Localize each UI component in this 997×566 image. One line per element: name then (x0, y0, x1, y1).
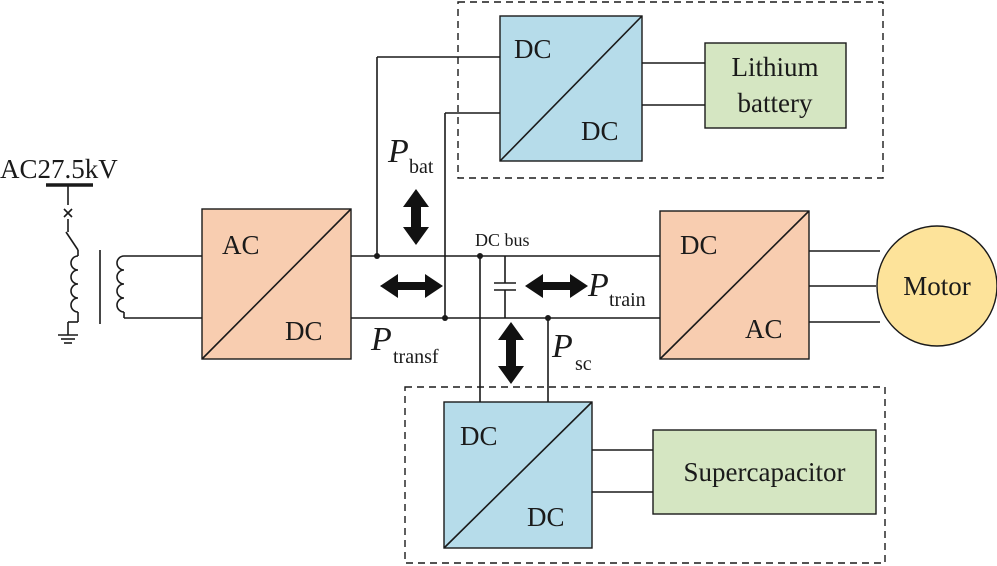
ac-dc-top-label: AC (222, 230, 260, 260)
supercapacitor-label: Supercapacitor (684, 457, 846, 487)
svg-text:sc: sc (575, 353, 592, 375)
p-transf-arrow-icon (380, 274, 443, 298)
p-transf-label: P transf (370, 321, 439, 368)
motor-label: Motor (903, 271, 971, 301)
ac-dc-converter: AC DC (201, 208, 352, 360)
dc-ac-converter: DC AC (659, 210, 810, 360)
dc-ac-top-label: DC (680, 230, 718, 260)
svg-text:transf: transf (393, 346, 439, 368)
p-bat-label: P bat (387, 133, 434, 178)
svg-text:P: P (551, 328, 573, 365)
battery-dcdc-bottom-label: DC (581, 116, 619, 146)
svg-text:P: P (587, 267, 609, 304)
lithium-battery: Lithium battery (704, 42, 847, 129)
battery-label-line1: Lithium (732, 52, 819, 82)
junction-dot (477, 253, 483, 259)
motor: Motor (876, 225, 997, 347)
junction-dot (545, 315, 551, 321)
dc-ac-bottom-label: AC (745, 314, 783, 344)
p-bat-arrow-icon (403, 189, 429, 245)
source-voltage-label: AC27.5kV (0, 154, 118, 184)
battery-label-line2: battery (738, 88, 813, 118)
switch-icon (65, 231, 79, 251)
svg-text:P: P (387, 133, 409, 170)
svg-text:P: P (370, 321, 392, 358)
svg-text:bat: bat (409, 156, 434, 178)
p-sc-arrow-icon (498, 322, 524, 384)
supercapacitor-subsystem-frame (404, 386, 886, 564)
dc-bus: DC bus (351, 230, 660, 319)
ac-dc-bottom-label: DC (285, 316, 323, 346)
svg-text:train: train (609, 289, 646, 311)
dc-bus-label: DC bus (475, 230, 530, 250)
p-sc-label: P sc (551, 328, 592, 375)
transformer-icon (58, 250, 202, 344)
supercapacitor: Supercapacitor (652, 429, 877, 515)
sc-dcdc-top-label: DC (460, 421, 498, 451)
ac-source: AC27.5kV (0, 154, 118, 256)
battery-dcdc-top-label: DC (514, 34, 552, 64)
p-train-label: P train (587, 267, 646, 311)
p-train-arrow-icon (525, 274, 588, 298)
junction-dot (374, 253, 380, 259)
junction-dot (442, 315, 448, 321)
battery-dc-dc-converter: DC DC (499, 15, 643, 162)
sc-dcdc-bottom-label: DC (527, 502, 565, 532)
sc-dc-dc-converter: DC DC (443, 401, 593, 549)
